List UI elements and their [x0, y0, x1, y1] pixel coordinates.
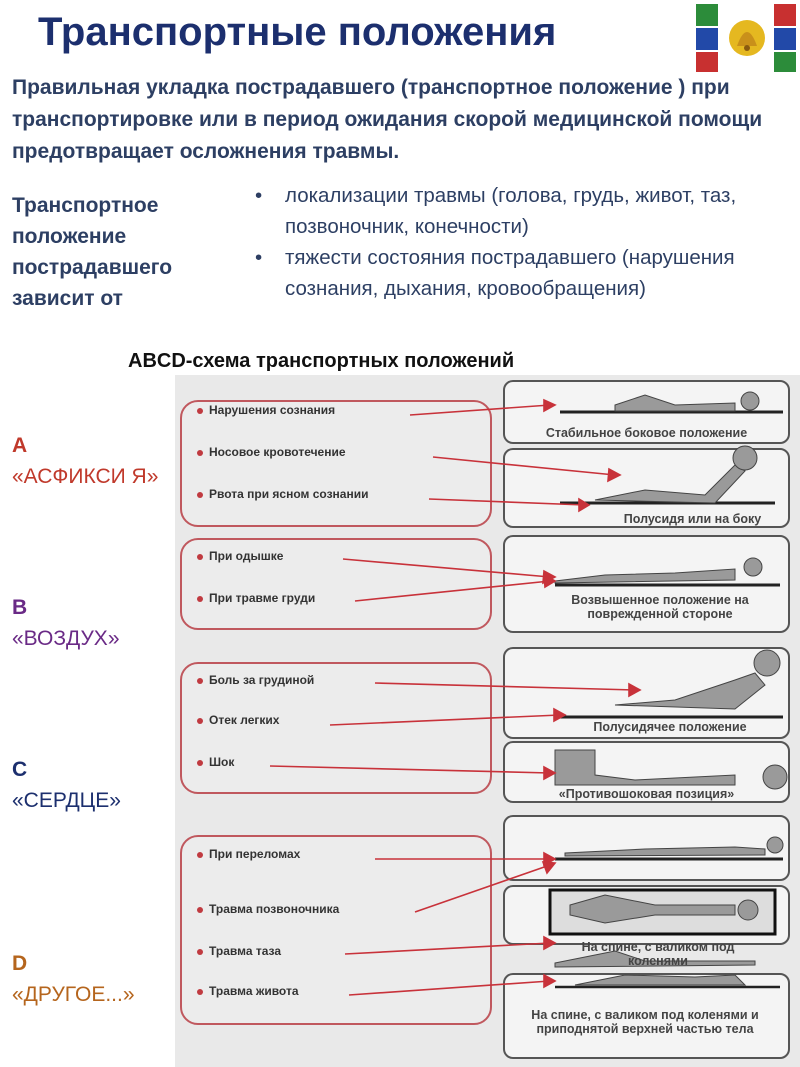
scheme-title: ABCD-схема транспортных положений — [128, 350, 514, 373]
category-letter: B — [12, 592, 120, 623]
abcd-diagram: Нарушения сознания Носовое кровотечение … — [175, 375, 800, 1067]
intro-text: Правильная укладка пострадавшего (трансп… — [12, 72, 772, 168]
factor-item: локализации травмы (голова, грудь, живот… — [255, 180, 775, 242]
category-d: D «ДРУГОЕ...» — [12, 948, 135, 1010]
factor-list: локализации травмы (голова, грудь, живот… — [255, 180, 775, 304]
position-caption: Полусидячее положение — [555, 720, 785, 734]
position-caption: «Противошоковая позиция» — [505, 787, 788, 801]
category-name: «АСФИКСИ Я» — [12, 461, 162, 492]
position-caption: Стабильное боковое положение — [505, 426, 788, 440]
category-name: «ДРУГОЕ...» — [12, 979, 135, 1010]
position-caption: Возвышенное положение на поврежденной ст… — [535, 593, 785, 621]
category-letter: C — [12, 754, 121, 785]
page-title: Транспортные положения — [38, 10, 556, 55]
factor-item: тяжести состояния пострадавшего (нарушен… — [255, 242, 775, 304]
category-b: B «ВОЗДУХ» — [12, 592, 120, 654]
depends-label: Транспортное положение пострадавшего зав… — [12, 190, 242, 314]
category-name: «ВОЗДУХ» — [12, 623, 120, 654]
position-caption: На спине, с валиком под коленями — [553, 940, 763, 968]
category-a: A «АСФИКСИ Я» — [12, 430, 162, 492]
position-caption: Полусидя или на боку — [595, 512, 790, 526]
category-letter: D — [12, 948, 135, 979]
logo-emblem — [694, 0, 800, 76]
category-name: «СЕРДЦЕ» — [12, 785, 121, 816]
position-caption: На спине, с валиком под коленями и припо… — [520, 1008, 770, 1036]
category-c: C «СЕРДЦЕ» — [12, 754, 121, 816]
category-letter: A — [12, 430, 162, 461]
